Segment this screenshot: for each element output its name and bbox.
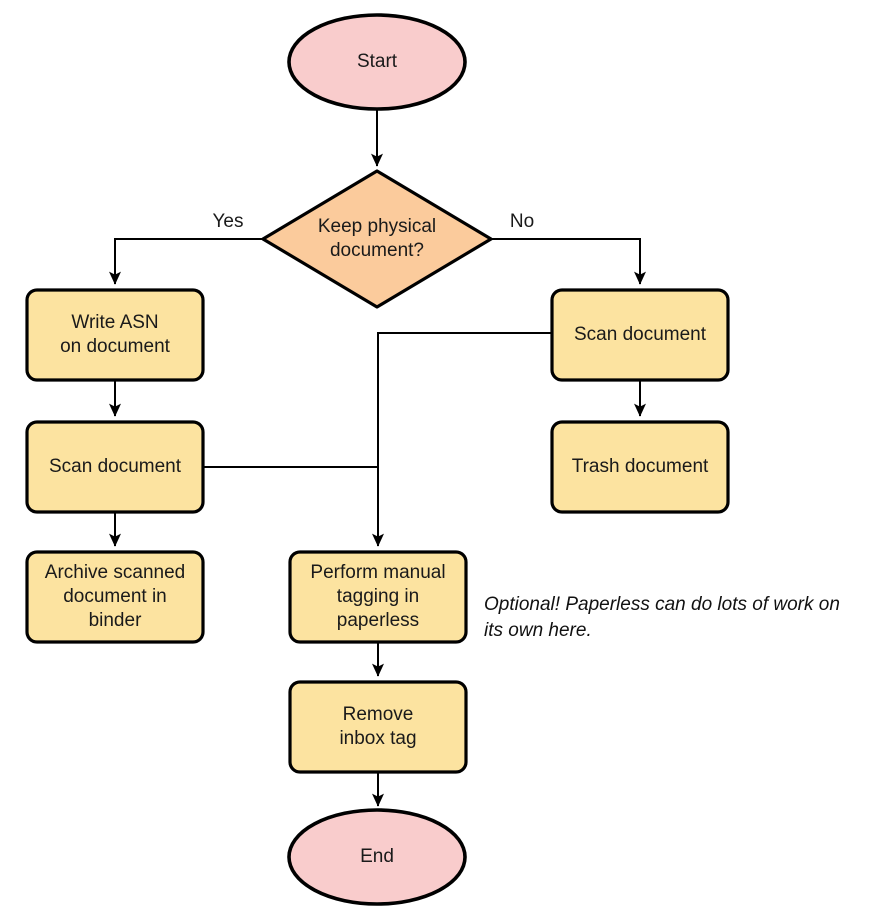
process-shape[interactable] <box>550 420 730 514</box>
text-line: Start <box>357 51 398 72</box>
process-shape[interactable] <box>288 680 468 774</box>
text-line: Trash document <box>572 456 709 477</box>
text-line: on document <box>60 336 171 357</box>
text-line: document in <box>63 586 167 607</box>
edge-line <box>109 238 263 285</box>
text-line: Write ASN <box>71 312 158 333</box>
text-line: inbox tag <box>339 728 416 749</box>
annotation-line: Optional! Paperless can do lots of work … <box>484 594 840 615</box>
process-shape[interactable] <box>288 550 468 644</box>
text-line: Keep physical <box>318 216 436 237</box>
node-scan-right[interactable]: Scan document <box>550 288 730 382</box>
node-remove-inbox-tag[interactable]: Remove inbox tag <box>288 680 468 774</box>
node-start[interactable]: Start <box>287 13 467 111</box>
text-line: binder <box>89 610 142 631</box>
text-line: End <box>360 846 394 867</box>
edge-line <box>491 238 647 285</box>
edge-label-decision-yes: Yes <box>213 211 244 232</box>
node-trash[interactable]: Trash document <box>550 420 730 514</box>
text-line: Archive scanned <box>45 562 185 583</box>
edge-decision-yes: Yes <box>109 211 263 285</box>
edge-layer: Yes No <box>109 110 647 807</box>
annotation-layer: Optional! Paperless can do lots of work … <box>484 594 840 641</box>
text-line: Scan document <box>49 456 182 477</box>
edge-decision-no: No <box>491 211 647 285</box>
node-manual-tagging[interactable]: Perform manual tagging in paperless <box>288 550 468 644</box>
node-end[interactable]: End <box>287 808 467 906</box>
text-line: Scan document <box>574 324 707 345</box>
text-line: tagging in <box>337 586 419 607</box>
text-line: Remove <box>343 704 414 725</box>
annotation-line: its own here. <box>484 620 592 641</box>
node-keep-physical[interactable]: Keep physical document? <box>261 169 493 309</box>
text-line: Perform manual <box>310 562 445 583</box>
process-shape[interactable] <box>550 288 730 382</box>
annotation-optional-note: Optional! Paperless can do lots of work … <box>484 594 840 641</box>
process-shape[interactable] <box>25 550 205 644</box>
text-line: paperless <box>337 610 419 631</box>
edge-line <box>372 332 552 547</box>
edge-label-decision-no: No <box>510 211 534 232</box>
text-line: document? <box>330 240 424 261</box>
process-shape[interactable] <box>25 420 205 514</box>
terminator-shape[interactable] <box>287 13 467 111</box>
node-scan-left[interactable]: Scan document <box>25 420 205 514</box>
node-write-asn[interactable]: Write ASN on document <box>25 288 205 382</box>
terminator-shape[interactable] <box>287 808 467 906</box>
decision-shape[interactable] <box>261 169 493 309</box>
process-shape[interactable] <box>25 288 205 382</box>
edge-scan-right-to-manual-tagging <box>372 332 552 547</box>
node-archive-binder[interactable]: Archive scanned document in binder <box>25 550 205 644</box>
